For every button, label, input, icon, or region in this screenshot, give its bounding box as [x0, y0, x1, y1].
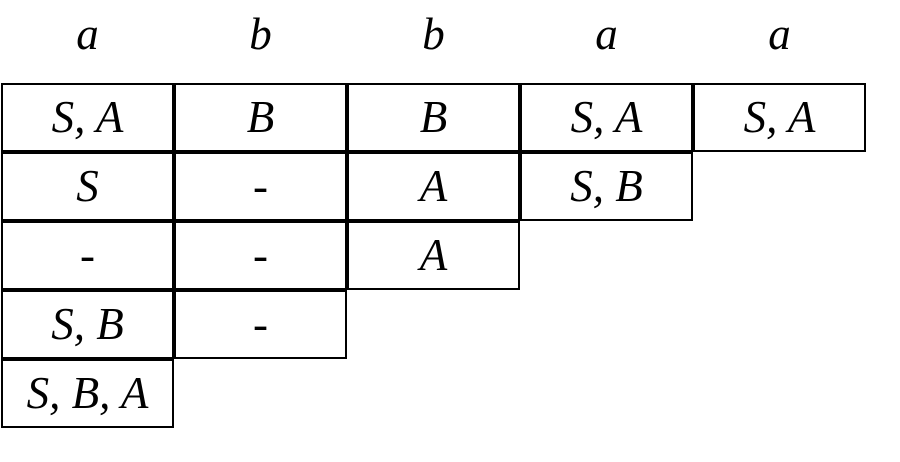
table-cell: A	[347, 221, 520, 290]
table-cell: -	[174, 290, 347, 359]
table-cell: -	[174, 221, 347, 290]
table-cell: B	[174, 83, 347, 152]
table-cell: S, B	[520, 152, 693, 221]
table-cell: S, B	[1, 290, 174, 359]
table-cell: S	[1, 152, 174, 221]
input-symbol-label: b	[422, 8, 445, 59]
input-symbol-label: a	[595, 8, 618, 59]
table-row: - - A	[1, 221, 866, 290]
table-cell: A	[347, 152, 520, 221]
table-cell: S, A	[693, 83, 866, 152]
table-cell: -	[1, 221, 174, 290]
table-cell: S, A	[1, 83, 174, 152]
table-cell: -	[174, 152, 347, 221]
table-cell: S, A	[520, 83, 693, 152]
input-symbol-label: a	[76, 8, 99, 59]
table-row: S - A S, B	[1, 152, 866, 221]
table-cell: B	[347, 83, 520, 152]
input-symbol-label: b	[249, 8, 272, 59]
table-row: S, B -	[1, 290, 866, 359]
input-symbols-row: a b b a a	[1, 2, 866, 66]
table-cell: S, B, A	[1, 359, 174, 428]
input-symbol-label: a	[768, 8, 791, 59]
table-row: S, B, A	[1, 359, 866, 428]
cyk-grid: S, A B B S, A S, A S - A S, B - - A S, B…	[1, 83, 866, 428]
table-row: S, A B B S, A S, A	[1, 83, 866, 152]
